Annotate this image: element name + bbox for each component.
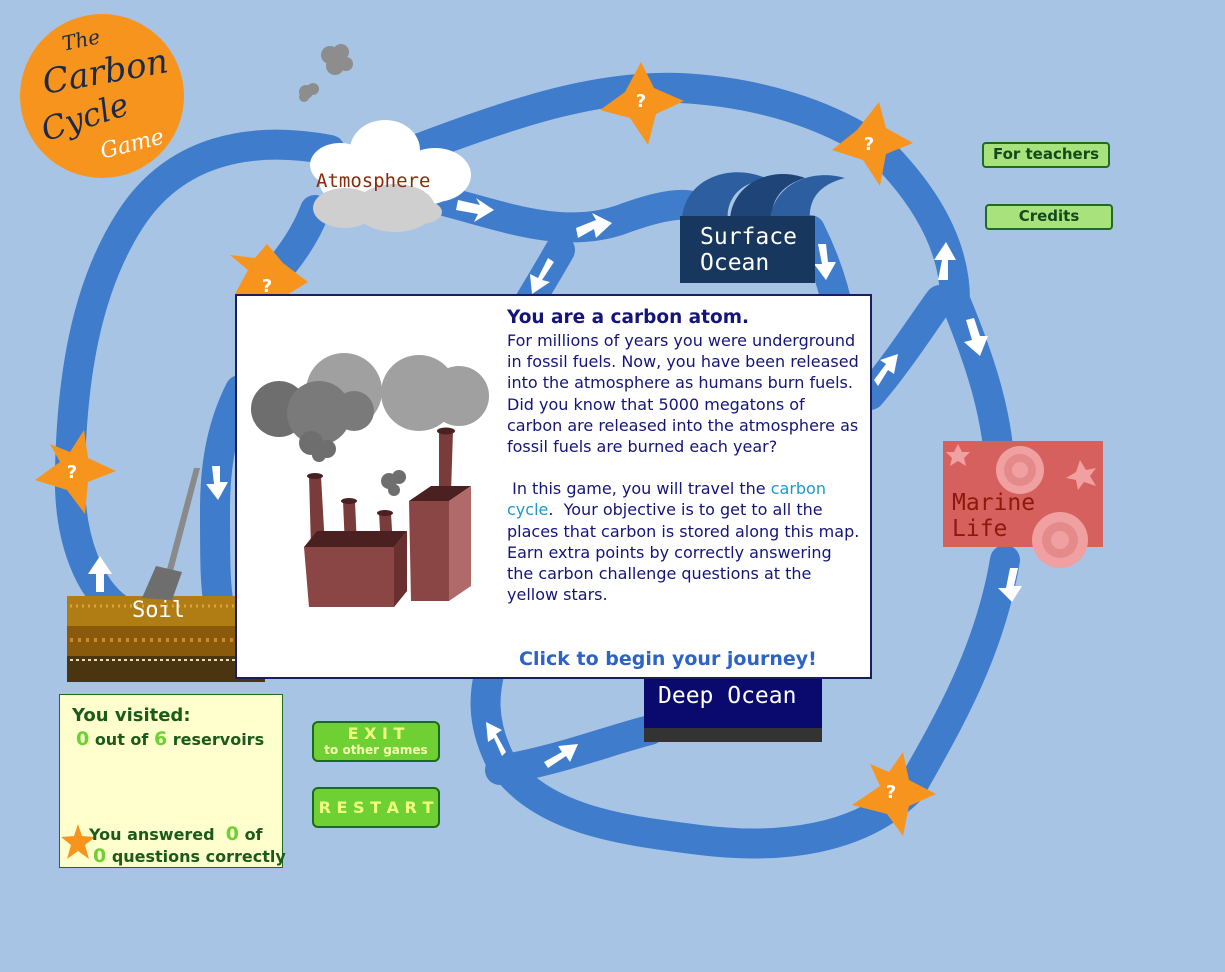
credits-button[interactable]: Credits (985, 204, 1113, 230)
arrow-icon (874, 354, 898, 386)
intro-p2-after: . Your objective is to get to all the pl… (507, 500, 865, 605)
score-star-icon (61, 824, 95, 859)
star-icon (230, 244, 308, 308)
atmosphere-cloud (310, 120, 471, 232)
arrow-icon (814, 244, 836, 280)
arrow-icon (544, 744, 578, 768)
arrow-icon (998, 568, 1022, 602)
path-left-inner (200, 375, 255, 625)
answered-line: You answered 0 of (89, 823, 263, 845)
star-question-label[interactable]: ? (636, 91, 646, 112)
intro-dialog[interactable]: You are a carbon atom. For millions of y… (235, 294, 872, 679)
begin-journey-button[interactable]: Click to begin your journey! (519, 648, 817, 670)
visited-title: You visited: (72, 705, 191, 726)
factory-icon (304, 427, 471, 607)
star-icon (852, 752, 936, 836)
arrow-icon (206, 466, 228, 500)
arrow-icon (530, 258, 554, 294)
star-icon (600, 62, 684, 145)
surface-ocean-waves (680, 172, 845, 283)
exit-button[interactable]: E X I T to other games (312, 721, 440, 762)
questions-line: 0 questions correctly (93, 845, 286, 867)
soil-label[interactable]: Soil (132, 598, 185, 623)
smoke-puffs (299, 44, 353, 102)
exit-button-sublabel: to other games (324, 743, 428, 757)
arrow-icon (576, 213, 612, 238)
surface-ocean-label-line2: Ocean (700, 250, 770, 276)
exit-button-label: E X I T (347, 724, 405, 743)
answered-count: 0 (225, 823, 239, 845)
path-outer-loop (54, 129, 345, 625)
star-question-label[interactable]: ? (262, 276, 272, 297)
star-question-label[interactable]: ? (67, 462, 77, 483)
visited-mid: out of (94, 730, 149, 749)
answered-prefix: You answered (89, 825, 215, 844)
visited-count: 0 (76, 728, 90, 750)
surface-ocean-label-line1: Surface (700, 224, 797, 250)
marine-life-label-line1: Marine (952, 490, 1036, 516)
deep-ocean-label[interactable]: Deep Ocean (658, 683, 797, 709)
score-panel: You visited: 0 out of 6 reservoirs You a… (59, 694, 286, 868)
arrow-icon (964, 318, 988, 356)
star-icon (35, 430, 116, 514)
intro-title: You are a carbon atom. (507, 307, 750, 328)
for-teachers-button[interactable]: For teachers (982, 142, 1110, 168)
visited-line: 0 out of 6 reservoirs (76, 728, 264, 750)
questions-suffix: questions correctly (111, 847, 286, 866)
factory-illustration (251, 353, 489, 607)
marine-life-label-line2: Life (952, 516, 1008, 542)
arrow-icon (456, 198, 494, 222)
visited-total: 6 (153, 728, 168, 750)
visited-suffix: reservoirs (172, 730, 265, 749)
challenge-stars (35, 62, 936, 836)
path-deep-up (485, 715, 665, 785)
surface-ocean-label[interactable]: Surface Ocean (700, 224, 797, 276)
deep-ocean-block (644, 676, 822, 742)
marine-life-box (943, 441, 1103, 568)
atmosphere-label[interactable]: Atmosphere (316, 170, 431, 192)
star-question-label[interactable]: ? (864, 134, 874, 155)
smoke-cloud-icon (251, 353, 489, 496)
arrow-icon (88, 556, 112, 592)
carbon-cycle-link[interactable]: carbon cycle (507, 479, 832, 520)
flow-arrows (88, 198, 1022, 768)
restart-button[interactable]: R E S T A R T (312, 787, 440, 828)
star-icon (832, 102, 913, 186)
questions-total: 0 (93, 845, 107, 867)
marine-life-label[interactable]: Marine Life (952, 490, 1035, 542)
answered-of: of (244, 825, 263, 844)
logo-line-1: The (59, 24, 103, 56)
star-question-label[interactable]: ? (886, 782, 896, 803)
path-atmos-to-surface-top (405, 72, 895, 165)
soil-block (67, 468, 265, 682)
intro-p2-before: In this game, you will travel the (507, 479, 771, 499)
arrow-icon (934, 242, 956, 280)
arrow-icon (486, 722, 506, 756)
game-logo: The Carbon Cycle Game (20, 14, 184, 178)
intro-paragraph-2: In this game, you will travel the carbon… (507, 478, 862, 605)
intro-text: You are a carbon atom. For millions of y… (507, 306, 862, 605)
intro-paragraph-1: For millions of years you were undergrou… (507, 331, 859, 457)
